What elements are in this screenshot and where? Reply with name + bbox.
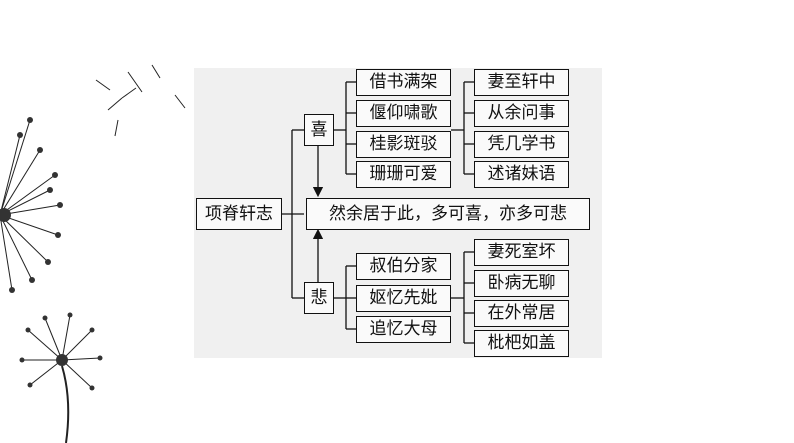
dandelion-head-large: [0, 119, 61, 291]
diagram-panel: 项脊轩志 喜 悲 然余居于此，多可喜，亦多可悲 借书满架 偃仰啸歌 桂影斑驳 珊…: [194, 68, 602, 358]
joy-item: 偃仰啸歌: [356, 100, 451, 127]
dandelion-stem: [61, 365, 70, 443]
sorrow-event: 在外常居: [474, 300, 569, 327]
sorrow-item: 追忆大母: [356, 316, 451, 343]
joy-item: 珊珊可爱: [356, 161, 451, 188]
center-statement: 然余居于此，多可喜，亦多可悲: [306, 198, 590, 230]
floating-seeds: [95, 64, 186, 137]
dandelion-decoration: [0, 64, 186, 443]
sorrow-event: 卧病无聊: [474, 270, 569, 297]
connector-lines: [282, 81, 474, 344]
root-node: 项脊轩志: [196, 198, 282, 230]
sorrow-item: 叔伯分家: [356, 253, 451, 280]
sorrow-node: 悲: [304, 282, 334, 314]
sorrow-event: 枇杷如盖: [474, 330, 569, 357]
joy-event: 述诸妹语: [474, 161, 569, 188]
joy-item: 借书满架: [356, 69, 451, 96]
joy-event: 从余问事: [474, 100, 569, 127]
joy-event: 凭几学书: [474, 131, 569, 158]
sorrow-event: 妻死室坏: [474, 239, 569, 266]
joy-item: 桂影斑驳: [356, 131, 451, 158]
sorrow-item: 妪忆先妣: [356, 285, 451, 312]
joy-node: 喜: [304, 114, 334, 146]
joy-event: 妻至轩中: [474, 69, 569, 96]
dandelion-head-small: [22, 314, 101, 389]
